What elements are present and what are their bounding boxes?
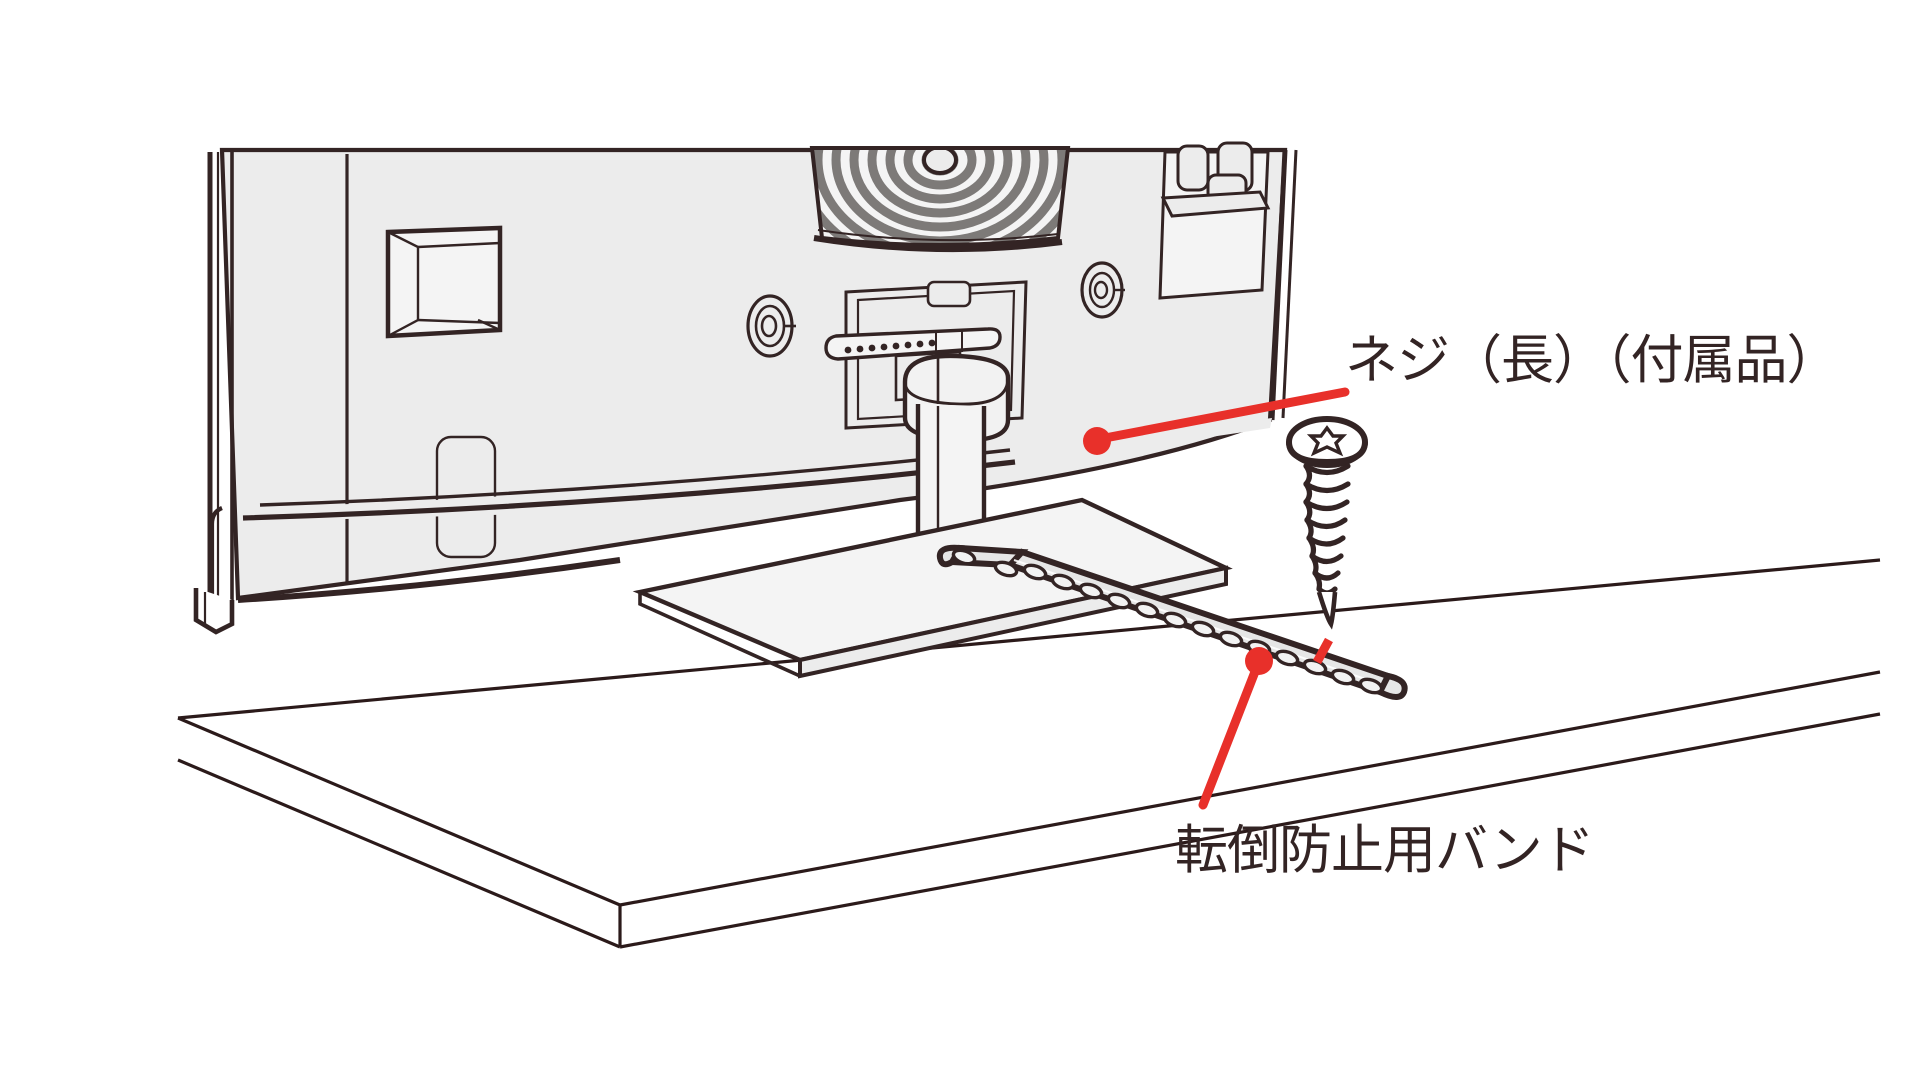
mount-tab bbox=[926, 280, 972, 308]
screw-callout-label: ネジ（長）（付属品） bbox=[1345, 330, 1839, 391]
table-back-edge bbox=[177, 558, 1881, 720]
bezel-mid-line bbox=[242, 459, 1016, 521]
band-holes bbox=[951, 548, 1384, 695]
round-port-right bbox=[1080, 261, 1125, 319]
port-shelf bbox=[1160, 190, 1271, 218]
vent-slot bbox=[824, 327, 1002, 361]
screw-alignment-axis bbox=[1313, 637, 1333, 665]
vent-dots bbox=[844, 339, 936, 354]
band-callout-label: 転倒防止用バンド bbox=[1175, 820, 1594, 881]
screw-leader-dot bbox=[1083, 427, 1111, 455]
screw-phillips-icon bbox=[1306, 425, 1348, 457]
television-body bbox=[193, 141, 1298, 679]
vesa-recess bbox=[385, 225, 503, 339]
port-slot-1 bbox=[1176, 144, 1210, 192]
callout-band: 転倒防止用バンド bbox=[1175, 647, 1595, 881]
grille-lip-inner bbox=[817, 229, 1059, 242]
band-leader-dot bbox=[1245, 647, 1273, 675]
screw-head-underside bbox=[1286, 441, 1368, 466]
bezel-left-return bbox=[209, 506, 224, 606]
lower-bezel bbox=[193, 418, 1272, 635]
screw-tip bbox=[1316, 591, 1338, 630]
table-surface bbox=[177, 558, 1881, 949]
bezel-top-line bbox=[259, 448, 1011, 507]
anti-tip-band bbox=[936, 544, 1408, 700]
round-port-left bbox=[746, 294, 796, 358]
table-left-edge bbox=[177, 716, 621, 907]
speaker-grille bbox=[809, 146, 1071, 253]
band-leader-line bbox=[1198, 659, 1263, 810]
screw-thread bbox=[1303, 463, 1351, 596]
tv-right-edge-outer2 bbox=[1281, 149, 1298, 419]
port-panel bbox=[1158, 141, 1271, 300]
bezel-bottom-line bbox=[237, 557, 621, 603]
table-front-thickness bbox=[619, 712, 1881, 949]
table-left-thickness bbox=[177, 758, 621, 949]
table-front-edge bbox=[619, 670, 1881, 907]
tv-right-edge-outer bbox=[1269, 149, 1288, 421]
band-right-tip bbox=[1375, 672, 1408, 700]
screw-part bbox=[1286, 416, 1368, 630]
callout-screw: ネジ（長）（付属品） bbox=[1083, 330, 1840, 455]
screw-leader-line bbox=[1100, 387, 1350, 443]
grille-lip bbox=[813, 235, 1063, 253]
